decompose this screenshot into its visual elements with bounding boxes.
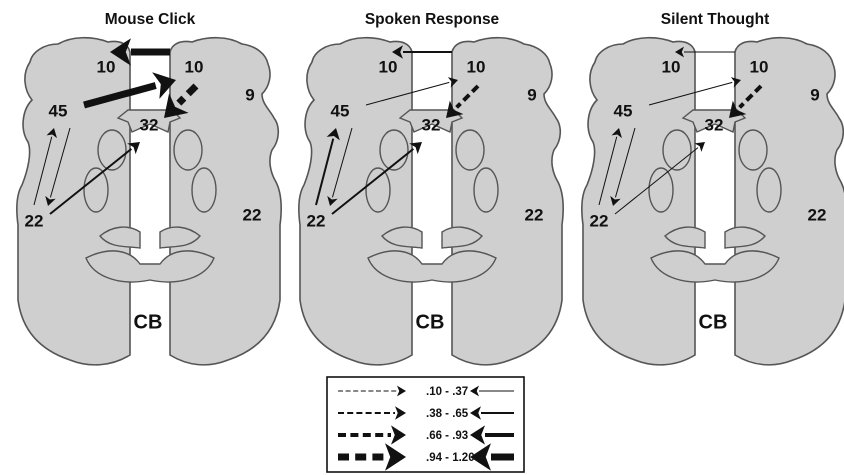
brain-panel: Mouse Click 10 10 9 45 32 22 22CB xyxy=(17,11,281,365)
region-label-r9: 9 xyxy=(245,85,254,104)
region-label-l22: 22 xyxy=(25,211,44,230)
region-label-cb: CB xyxy=(134,311,163,333)
region-label-r9: 9 xyxy=(527,85,536,104)
region-label-l22: 22 xyxy=(307,211,326,230)
legend-range-label: .66 - .93 xyxy=(426,430,468,442)
panel-title: Silent Thought xyxy=(661,11,769,28)
legend: .10 - .37 .38 - .65 .66 - .93 .94 - 1.20 xyxy=(327,377,524,472)
region-label-r10: 10 xyxy=(185,57,204,76)
panel-title: Mouse Click xyxy=(105,11,196,28)
legend-range-label: .38 - .65 xyxy=(426,408,469,420)
region-label-l45: 45 xyxy=(49,101,68,120)
region-label-r9: 9 xyxy=(810,85,819,104)
region-label-r10: 10 xyxy=(467,57,486,76)
region-label-l45: 45 xyxy=(331,101,350,120)
region-label-c32: 32 xyxy=(140,115,159,134)
region-label-l10: 10 xyxy=(379,57,398,76)
region-label-l45: 45 xyxy=(614,101,633,120)
region-label-l10: 10 xyxy=(97,57,116,76)
region-label-l10: 10 xyxy=(662,57,681,76)
region-label-c32: 32 xyxy=(705,115,724,134)
legend-range-label: .94 - 1.20 xyxy=(426,452,475,464)
region-label-r10: 10 xyxy=(750,57,769,76)
region-label-cb: CB xyxy=(416,311,445,333)
region-label-c32: 32 xyxy=(422,115,441,134)
region-label-l22: 22 xyxy=(590,211,609,230)
region-label-cb: CB xyxy=(699,311,728,333)
region-label-r22: 22 xyxy=(243,205,262,224)
panel-title: Spoken Response xyxy=(365,11,500,28)
legend-range-label: .10 - .37 xyxy=(426,386,468,398)
connection-arrow-head xyxy=(695,142,705,152)
region-label-r22: 22 xyxy=(808,205,827,224)
region-label-r22: 22 xyxy=(525,205,544,224)
